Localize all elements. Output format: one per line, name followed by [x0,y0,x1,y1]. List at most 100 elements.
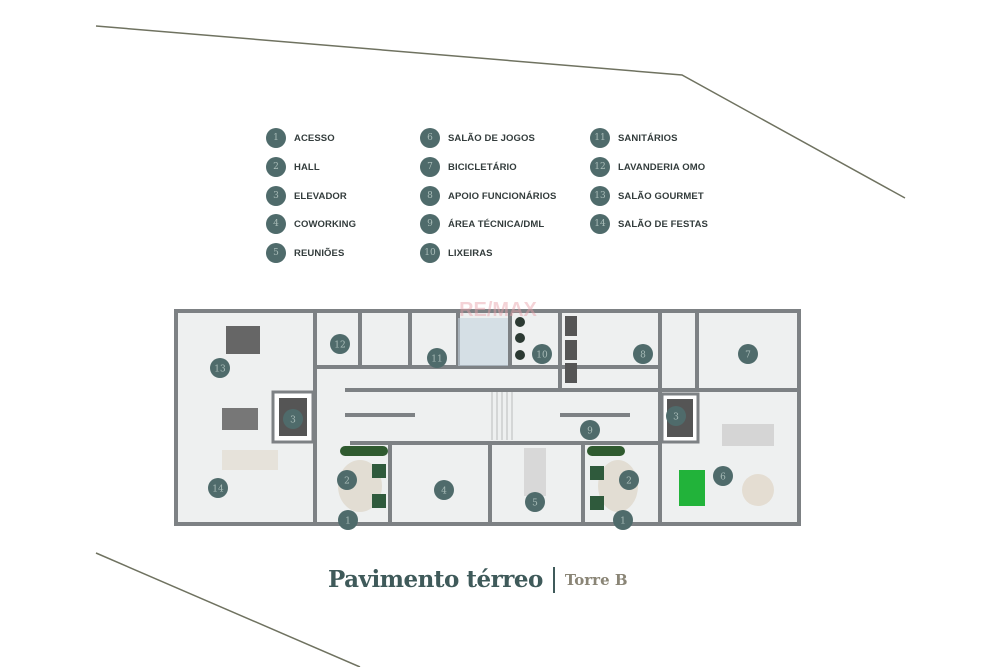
title-sub: Torre B [564,570,628,589]
trash-bin [515,350,525,360]
legend-number-badge: 8 [420,186,440,206]
plan-marker: 11 [427,348,447,368]
legend-label: APOIO FUNCIONÁRIOS [448,190,557,202]
marker-circle [580,420,600,440]
planter [340,446,388,456]
marker-number: 4 [441,487,447,497]
legend-label: ÁREA TÉCNICA/DML [448,218,545,230]
meeting-table [524,448,546,496]
legend-label: SANITÁRIOS [618,132,678,144]
plan-marker: 13 [210,358,230,378]
marker-circle [633,344,653,364]
legend-label: REUNIÕES [294,247,345,259]
plan-marker: 1 [338,510,358,530]
plan-marker: 3 [283,409,303,429]
marker-number: 7 [745,351,751,361]
legend-item: 3 ELEVADOR [266,186,347,206]
legend-number-badge: 3 [266,186,286,206]
marker-number: 1 [620,517,626,527]
marker-number: 1 [345,517,351,527]
marker-circle [532,344,552,364]
trash-bin [515,333,525,343]
marker-number: 3 [290,416,296,426]
legend-number-badge: 9 [420,214,440,234]
pool-table [679,470,705,506]
legend-label: ACESSO [294,132,335,144]
marker-number: 11 [431,355,442,365]
plan-marker: 1 [613,510,633,530]
marker-circle [208,478,228,498]
plan-marker: 3 [666,406,686,426]
sofa [722,424,774,446]
marker-number: 12 [334,341,345,351]
legend-label: SALÃO GOURMET [618,190,704,202]
marker-number: 5 [532,499,538,509]
plan-marker: 8 [633,344,653,364]
plan-marker: 9 [580,420,600,440]
legend-number-badge: 1 [266,128,286,148]
planter [587,446,625,456]
watermark: RE/MAX [459,299,537,321]
locker [565,316,577,336]
title-main: Pavimento térreo [328,566,543,593]
armchair [590,466,604,480]
marker-circle [613,510,633,530]
plan-marker: 10 [532,344,552,364]
marker-number: 9 [587,427,593,437]
legend-label: LAVANDERIA OMO [618,161,706,173]
armchair [372,494,386,508]
legend-item: 13 SALÃO GOURMET [590,186,704,206]
armchair [590,496,604,510]
legend-number-badge: 13 [590,186,610,206]
legend-item: 5 REUNIÕES [266,243,344,263]
marker-circle [427,348,447,368]
marker-circle [338,510,358,530]
plan-marker: 5 [525,492,545,512]
marker-number: 8 [640,351,646,361]
plan-marker: 6 [713,466,733,486]
restroom-fixture [458,318,508,366]
legend-item: 1 ACESSO [266,128,335,148]
marker-circle [666,406,686,426]
locker [565,363,577,383]
legend-number-badge: 6 [420,128,440,148]
round-game-table [742,474,774,506]
legend-number-badge: 7 [420,157,440,177]
legend-label: HALL [294,161,320,173]
legend-number-badge: 5 [266,243,286,263]
marker-circle [330,334,350,354]
plan-marker: 2 [337,470,357,490]
bottom-diagonal-line [95,552,361,667]
buffet-counter [222,450,278,470]
plan-marker: 14 [208,478,228,498]
legend-item: 9 ÁREA TÉCNICA/DML [420,214,544,234]
walls [174,309,801,526]
plan-marker: 4 [434,480,454,500]
marker-circle [525,492,545,512]
top-diagonal-line [95,25,906,199]
armchair [372,464,386,478]
marker-circle [713,466,733,486]
plan-marker: 7 [738,344,758,364]
legend-label: ELEVADOR [294,190,347,202]
legend-number-badge: 11 [590,128,610,148]
legend-number-badge: 14 [590,214,610,234]
locker [565,340,577,360]
plan-marker: 2 [619,470,639,490]
trash-bin [515,317,525,327]
marker-circle [738,344,758,364]
marker-number: 14 [212,485,224,495]
marker-number: 13 [214,365,226,375]
marker-circle [434,480,454,500]
marker-number: 2 [626,477,632,487]
